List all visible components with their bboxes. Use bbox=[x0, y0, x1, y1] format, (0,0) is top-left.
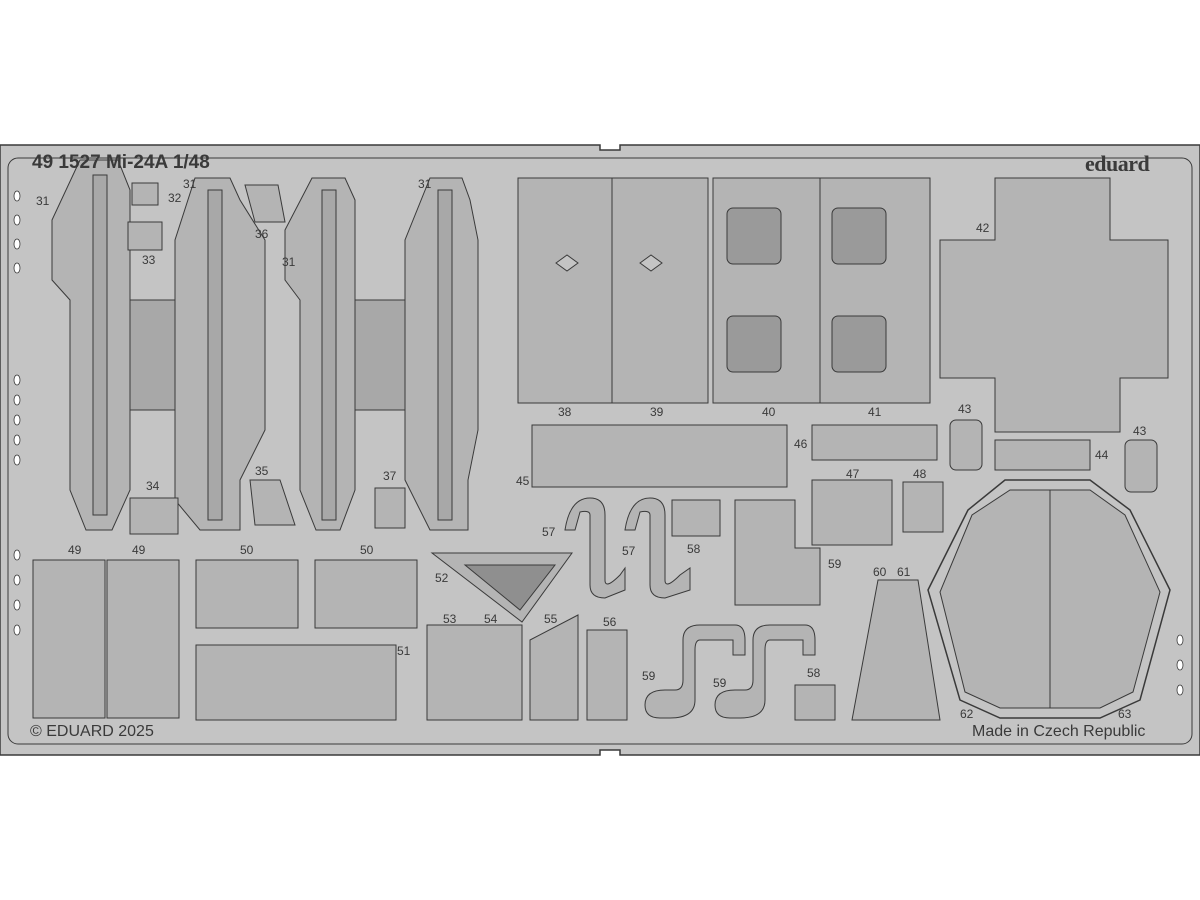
part-50-b bbox=[314, 559, 418, 629]
part-label: 36 bbox=[255, 227, 269, 241]
part-label: 42 bbox=[976, 221, 990, 235]
part-label: 50 bbox=[360, 543, 374, 557]
part-48 bbox=[902, 481, 944, 533]
part-58-b bbox=[794, 684, 836, 721]
part-label: 58 bbox=[687, 542, 701, 556]
brand-logo: eduard bbox=[1085, 151, 1150, 176]
part-label: 60 bbox=[873, 565, 887, 579]
part-label: 31 bbox=[282, 255, 296, 269]
part-label: 58 bbox=[807, 666, 821, 680]
part-34 bbox=[129, 497, 179, 535]
part-44 bbox=[994, 439, 1091, 471]
part-50-a bbox=[195, 559, 299, 629]
part-60-61 bbox=[851, 579, 941, 721]
part-label: 45 bbox=[516, 474, 530, 488]
part-label: 59 bbox=[642, 669, 656, 683]
part-label: 59 bbox=[713, 676, 727, 690]
part-label: 35 bbox=[255, 464, 269, 478]
part-label: 49 bbox=[68, 543, 82, 557]
part-58-a bbox=[671, 499, 721, 537]
part-label: 47 bbox=[846, 467, 860, 481]
part-label: 49 bbox=[132, 543, 146, 557]
part-33 bbox=[127, 221, 163, 251]
part-label: 54 bbox=[484, 612, 498, 626]
part-45 bbox=[531, 424, 788, 488]
part-label: 57 bbox=[542, 525, 556, 539]
part-label: 38 bbox=[558, 405, 572, 419]
part-31-door-d bbox=[404, 177, 479, 531]
part-label: 41 bbox=[868, 405, 882, 419]
part-label: 55 bbox=[544, 612, 558, 626]
drip-holes-left bbox=[13, 190, 1184, 696]
part-label: 44 bbox=[1095, 448, 1109, 462]
part-label: 57 bbox=[622, 544, 636, 558]
part-label: 33 bbox=[142, 253, 156, 267]
part-label: 53 bbox=[443, 612, 457, 626]
part-55 bbox=[529, 614, 579, 721]
part-label: 62 bbox=[960, 707, 974, 721]
part-label: 31 bbox=[418, 177, 432, 191]
part-label: 34 bbox=[146, 479, 160, 493]
part-57-a bbox=[564, 497, 626, 599]
part-49-a bbox=[32, 559, 106, 719]
part-label: 40 bbox=[762, 405, 776, 419]
part-32 bbox=[131, 182, 159, 206]
part-40-41-panel bbox=[712, 177, 931, 404]
part-label: 50 bbox=[240, 543, 254, 557]
part-36 bbox=[244, 184, 286, 223]
part-57-b bbox=[624, 497, 691, 599]
part-label: 51 bbox=[397, 644, 411, 658]
part-31-door-b bbox=[174, 177, 266, 531]
part-42-panel bbox=[939, 177, 1169, 433]
part-label: 31 bbox=[183, 177, 197, 191]
part-59-b bbox=[644, 624, 746, 719]
part-38-39-panel bbox=[517, 177, 709, 404]
part-31-door-c bbox=[284, 177, 356, 531]
part-51 bbox=[195, 644, 397, 721]
part-59-c bbox=[714, 624, 816, 719]
part-59-a bbox=[734, 499, 821, 606]
part-37 bbox=[374, 487, 406, 529]
made-in-text: Made in Czech Republic bbox=[972, 723, 1146, 740]
part-49-b bbox=[106, 559, 180, 719]
part-53-54 bbox=[426, 624, 523, 721]
part-47 bbox=[811, 479, 893, 546]
part-label: 59 bbox=[828, 557, 842, 571]
part-62-63-panel bbox=[927, 479, 1171, 719]
door-connector-left bbox=[129, 299, 176, 411]
part-label: 37 bbox=[383, 469, 397, 483]
fret-title: 49 1527 Mi-24A 1/48 bbox=[32, 152, 210, 173]
part-label: 46 bbox=[794, 437, 808, 451]
door-connector-right bbox=[354, 299, 406, 411]
part-46 bbox=[811, 424, 938, 461]
part-label: 63 bbox=[1118, 707, 1132, 721]
part-label: 39 bbox=[650, 405, 664, 419]
part-label: 32 bbox=[168, 191, 182, 205]
part-label: 61 bbox=[897, 565, 911, 579]
part-43-b bbox=[1124, 439, 1158, 493]
part-56 bbox=[586, 629, 628, 721]
part-label: 43 bbox=[958, 402, 972, 416]
part-label: 52 bbox=[435, 571, 449, 585]
part-label: 43 bbox=[1133, 424, 1147, 438]
part-35 bbox=[249, 479, 296, 526]
part-label: 48 bbox=[913, 467, 927, 481]
copyright-text: © EDUARD 2025 bbox=[30, 723, 154, 740]
part-31-door-a bbox=[51, 159, 131, 531]
part-label: 31 bbox=[36, 194, 50, 208]
part-label: 56 bbox=[603, 615, 617, 629]
part-43-a bbox=[949, 419, 983, 471]
